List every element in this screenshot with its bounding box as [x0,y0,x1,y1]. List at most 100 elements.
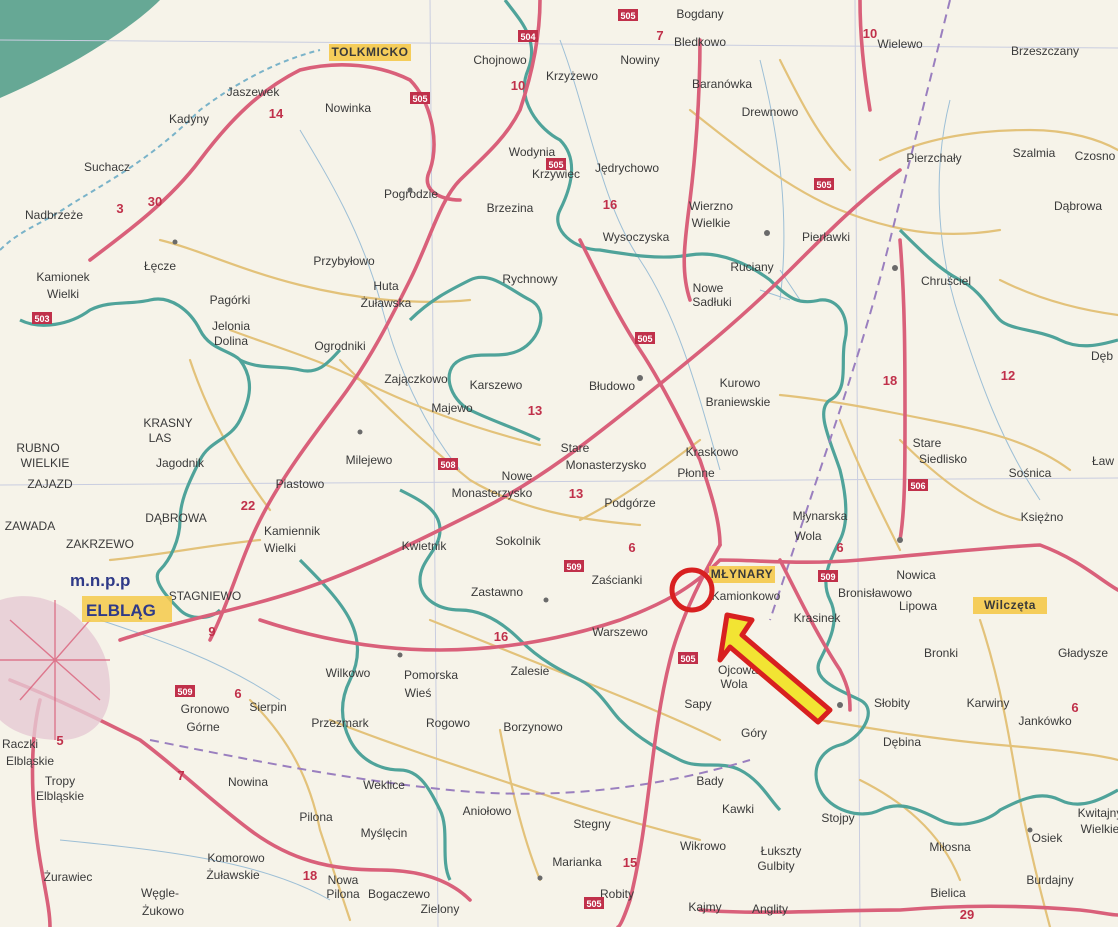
place-label[interactable]: Robity [600,887,634,901]
place-label[interactable]: Wikrowo [680,839,726,853]
place-label[interactable]: Warszewo [592,625,648,639]
place-label[interactable]: Góry [741,726,767,740]
place-label[interactable]: Pilona [326,887,360,901]
place-label[interactable]: Braniewskie [706,395,771,409]
place-label[interactable]: Rychnowy [502,272,557,286]
place-label[interactable]: Gulbity [757,859,794,873]
place-label[interactable]: Węgle- [141,886,179,900]
place-label[interactable]: Suchacz [84,160,130,174]
place-label[interactable]: Kamionek [36,270,90,284]
place-label[interactable]: Huta [373,279,399,293]
place-label[interactable]: Wieś [405,686,432,700]
place-label[interactable]: Stegny [573,817,610,831]
place-label[interactable]: Krzyżewo [546,69,598,83]
place-label[interactable]: Nadbrzeże [25,208,83,222]
place-label[interactable]: Stojpy [821,811,854,825]
place-label[interactable]: Nowe [693,281,724,295]
place-label[interactable]: Sokolnik [495,534,541,548]
place-label[interactable]: Milejewo [346,453,393,467]
place-label[interactable]: Chojnowo [473,53,527,67]
place-label[interactable]: Wola [794,529,821,543]
place-label[interactable]: Siedlisko [919,452,967,466]
place-label[interactable]: Dolina [214,334,248,348]
place-label[interactable]: Pomorska [404,668,458,682]
place-label[interactable]: Jelonia [212,319,250,333]
place-label[interactable]: Podgórze [604,496,656,510]
place-label[interactable]: Krzywiec [532,167,580,181]
place-label[interactable]: Przezmark [311,716,369,730]
place-label[interactable]: Sapy [684,697,711,711]
place-label[interactable]: Zastawno [471,585,523,599]
place-label[interactable]: Bielica [930,886,966,900]
place-label[interactable]: Stare [561,441,590,455]
place-label[interactable]: Lipowa [899,599,937,613]
place-label[interactable]: Ruciany [730,260,773,274]
place-label[interactable]: Dęb [1091,349,1113,363]
place-label[interactable]: Ogrodniki [314,339,365,353]
place-label[interactable]: Raczki [2,737,38,751]
place-label[interactable]: Sierpin [249,700,286,714]
place-label[interactable]: Zajączkowo [384,372,448,386]
place-label[interactable]: Czosno [1075,149,1116,163]
place-label[interactable]: Majewo [431,401,473,415]
place-label[interactable]: Słobity [874,696,910,710]
place-label[interactable]: Jagodnik [156,456,205,470]
place-label[interactable]: Burdajny [1026,873,1073,887]
place-label[interactable]: Wielkie [692,216,731,230]
place-label[interactable]: Aniołowo [463,804,512,818]
place-label[interactable]: Nowica [896,568,936,582]
place-label[interactable]: Weklice [363,778,405,792]
place-label[interactable]: Monasterzysko [566,458,647,472]
place-label[interactable]: Kadyny [169,112,209,126]
place-label[interactable]: Wierzno [689,199,733,213]
place-label[interactable]: Monasterzysko [452,486,533,500]
place-label[interactable]: Gronowo [181,702,230,716]
place-label[interactable]: Krasinek [794,611,842,625]
place-label[interactable]: Dębina [883,735,921,749]
place-label[interactable]: Osiek [1032,831,1064,845]
place-label[interactable]: Nowina [228,775,268,789]
place-label[interactable]: Bogdany [676,7,723,21]
place-label[interactable]: Kawki [722,802,754,816]
place-label[interactable]: STAGNIEWO [169,589,241,603]
place-label[interactable]: Kajmy [688,900,721,914]
place-label[interactable]: Wilczęta [984,598,1036,612]
place-label[interactable]: Stare [913,436,942,450]
place-label[interactable]: Żuławska [361,296,412,310]
place-label[interactable]: ZAWADA [5,519,55,533]
place-label[interactable]: Sośnica [1009,466,1052,480]
place-label[interactable]: Myślęcin [361,826,408,840]
place-label[interactable]: DĄBROWA [145,511,207,525]
place-label[interactable]: Sadłuki [692,295,731,309]
target-marker-circle[interactable] [669,567,715,613]
place-label[interactable]: Błudowo [589,379,635,393]
place-label[interactable]: Pierławki [802,230,850,244]
place-label[interactable]: Miłosna [929,840,971,854]
place-label[interactable]: Żukowo [142,904,184,918]
place-label[interactable]: Drewnowo [742,105,799,119]
place-label[interactable]: Chruściel [921,274,971,288]
place-label[interactable]: Jaszewek [227,85,281,99]
place-label[interactable]: Wola [720,677,747,691]
place-label[interactable]: Wodynia [509,145,556,159]
place-label[interactable]: Wielki [47,287,79,301]
place-label[interactable]: Nowe [502,469,533,483]
place-label[interactable]: Wielkie [1081,822,1118,836]
place-label[interactable]: Bronki [924,646,958,660]
place-label[interactable]: Zaścianki [592,573,643,587]
place-label[interactable]: Górne [186,720,220,734]
place-label[interactable]: Nowa [328,873,359,887]
place-label[interactable]: Ław [1092,454,1114,468]
place-label[interactable]: Kamionkowo [712,589,781,603]
place-label[interactable]: Karwiny [967,696,1010,710]
place-label[interactable]: MŁYNARY [711,567,773,581]
place-label[interactable]: Bronisławowo [838,586,912,600]
place-label[interactable]: Jędrychowo [595,161,659,175]
place-label[interactable]: Brzezina [487,201,534,215]
place-label[interactable]: Dąbrowa [1054,199,1102,213]
place-label[interactable]: Pilona [299,810,333,824]
place-label[interactable]: Jankówko [1018,714,1072,728]
place-label[interactable]: Łukszty [761,844,802,858]
place-label[interactable]: Szalmia [1013,146,1056,160]
